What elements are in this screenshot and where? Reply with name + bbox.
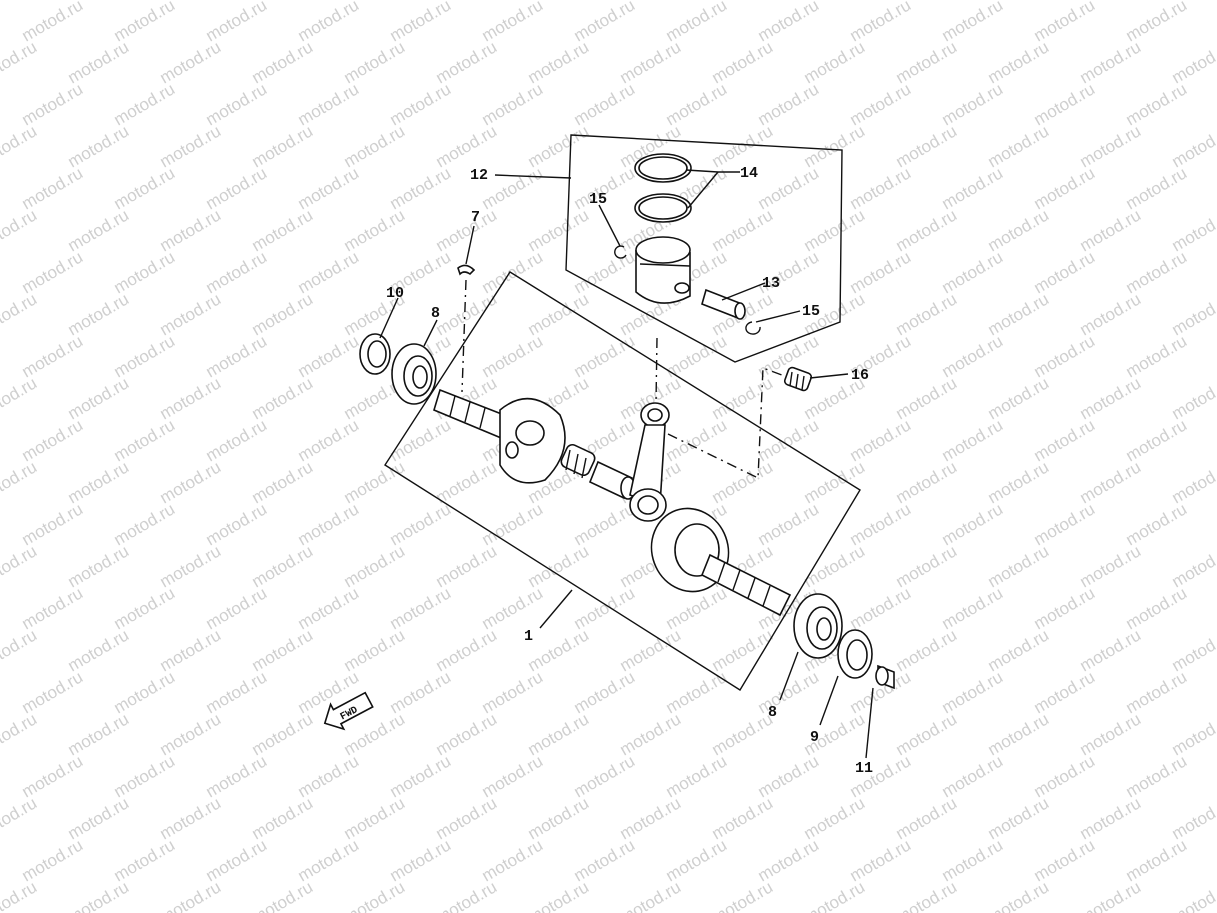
piston-kit-frame [565, 134, 843, 363]
crankshaft-assembly-frame [384, 271, 861, 691]
piston-pin-clip-right [745, 321, 761, 335]
watermark-text: motod.ru [0, 0, 40, 3]
piston-rings [634, 153, 692, 223]
watermark-text: motod.ru [893, 877, 961, 913]
callout-16: 16 [851, 367, 869, 384]
callout-15-left: 15 [589, 191, 607, 208]
callout-14: 14 [740, 165, 758, 182]
watermark-text: motod.ru [801, 877, 869, 913]
watermark-text: motod.ru [65, 877, 133, 913]
watermark-text: motod.ru [709, 877, 777, 913]
woodruff-key [457, 264, 476, 276]
connecting-rod [629, 402, 670, 522]
callout-9: 9 [810, 729, 819, 746]
watermark-text: motod.ru [1169, 877, 1217, 913]
watermark-text: motod.ru [1169, 625, 1217, 675]
watermark-text: motod.ru [0, 37, 40, 87]
piston [635, 236, 691, 304]
watermark-text: motod.ru [0, 877, 40, 913]
watermark-text: motod.ru [617, 877, 685, 913]
watermark-text: motod.ru [341, 877, 409, 913]
callout-1: 1 [524, 628, 533, 645]
watermark-text: motod.ru [1169, 709, 1217, 759]
watermark-text: motod.ru [0, 709, 40, 759]
watermark-text: motod.ru [1169, 289, 1217, 339]
callout-15-right: 15 [802, 303, 820, 320]
watermark-text: motod.ru [0, 205, 40, 255]
main-bearing-right [793, 593, 843, 659]
watermark-text: motod.ru [1169, 793, 1217, 843]
piston-pin [701, 288, 746, 320]
callout-10: 10 [386, 285, 404, 302]
watermark-text: motod.ru [1169, 37, 1217, 87]
watermark-text: motod.ru [1169, 457, 1217, 507]
watermark-text: motod.ru [1169, 373, 1217, 423]
leader-lines [379, 169, 874, 759]
watermark-text: motod.ru [0, 289, 40, 339]
watermark-text: motod.ru [1169, 205, 1217, 255]
callout-8-left: 8 [431, 305, 440, 322]
crank-web-left [499, 397, 566, 484]
watermark-text: motod.ru [249, 877, 317, 913]
callout-13: 13 [762, 275, 780, 292]
watermark-text: motod.ru [157, 877, 225, 913]
callout-11: 11 [855, 760, 873, 777]
callout-12: 12 [470, 167, 488, 184]
watermark-text: motod.ru [0, 541, 40, 591]
watermark-text: motod.ru [433, 877, 501, 913]
oil-seal-right [837, 629, 873, 679]
big-end-needle-bearing [560, 443, 596, 479]
collar [875, 664, 895, 690]
watermark-text: motod.ru [0, 121, 40, 171]
crankshaft-right-shaft [700, 553, 792, 617]
alignment-dashes [461, 279, 791, 480]
watermark-text: motod.ru [0, 373, 40, 423]
callout-7: 7 [471, 209, 480, 226]
watermark-text: motod.ru [0, 457, 40, 507]
main-bearing-left [391, 343, 437, 405]
watermark-text: motod.ru [0, 625, 40, 675]
crank-pin [588, 460, 636, 500]
piston-pin-clip-left [614, 245, 627, 259]
oil-seal-left [359, 333, 391, 375]
callout-8-right: 8 [768, 704, 777, 721]
watermark-text: motod.ru [1169, 541, 1217, 591]
watermark-text: motod.ru [1169, 121, 1217, 171]
watermark-text: motod.ru [1077, 877, 1145, 913]
small-end-needle-bearing [783, 366, 813, 392]
watermark-text: motod.ru [0, 793, 40, 843]
watermark-text: motod.ru [985, 877, 1053, 913]
watermark-text: motod.ru [525, 877, 593, 913]
